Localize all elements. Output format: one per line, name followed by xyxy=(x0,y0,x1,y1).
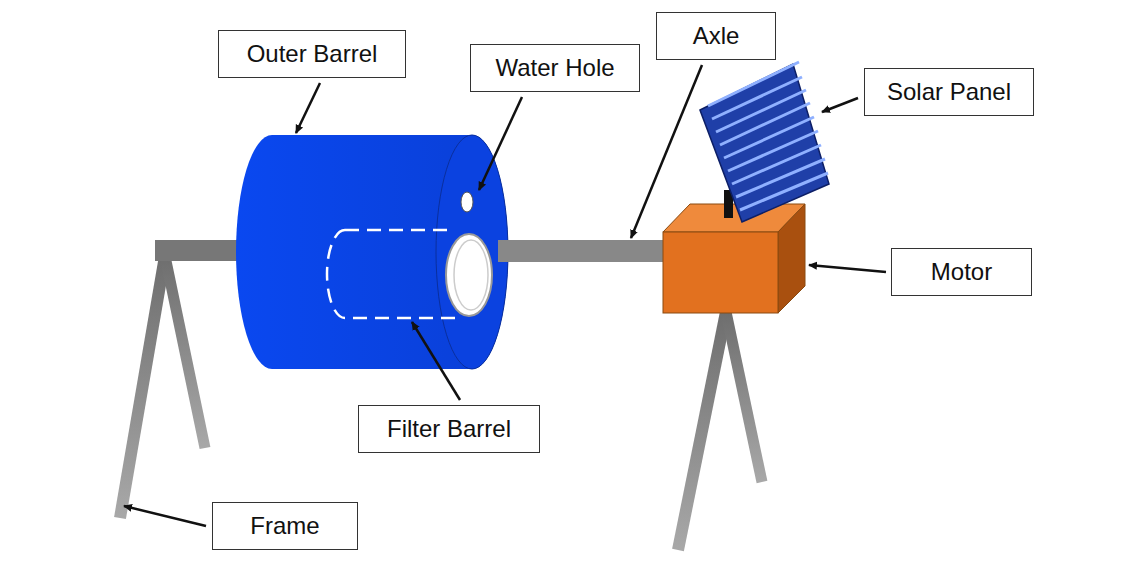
callout-label: Water Hole xyxy=(495,54,614,83)
callout-box: Solar Panel xyxy=(864,68,1034,116)
leader-line xyxy=(631,65,702,238)
frame-leg xyxy=(120,256,165,518)
filter-barrel-outline xyxy=(327,230,455,318)
callout-label: Axle xyxy=(693,22,740,51)
callout-label: Outer Barrel xyxy=(247,40,378,69)
callout-box: Outer Barrel xyxy=(218,30,406,78)
motor-front xyxy=(663,232,778,313)
leader-line xyxy=(412,322,460,400)
panel-stripes xyxy=(708,62,828,210)
leader-line xyxy=(124,506,206,526)
callout-box: Water Hole xyxy=(470,44,640,92)
callout-label: Filter Barrel xyxy=(387,415,511,444)
frame-leg xyxy=(678,312,726,550)
leader-line xyxy=(822,98,858,112)
barrel-end xyxy=(436,135,508,369)
panel-stripe xyxy=(736,159,825,197)
callout-label: Motor xyxy=(931,258,992,287)
callout-label: Solar Panel xyxy=(887,78,1011,107)
axle-rod xyxy=(498,240,666,262)
solar-panel xyxy=(700,62,829,222)
frame-leg xyxy=(726,312,762,482)
callout-label: Frame xyxy=(250,512,319,541)
filter-opening-rim xyxy=(454,240,488,310)
callout-box: Filter Barrel xyxy=(358,405,540,453)
frame-bar xyxy=(155,240,245,261)
frame-leg xyxy=(165,256,205,448)
panel-face xyxy=(700,64,829,222)
barrel-body xyxy=(236,135,508,369)
panel-stripe xyxy=(740,173,828,210)
motor-side xyxy=(778,204,805,313)
filter-opening xyxy=(446,234,492,316)
motor-frame xyxy=(678,312,762,550)
water-hole xyxy=(461,192,473,212)
leader-line xyxy=(479,97,522,190)
leader-lines xyxy=(124,65,886,526)
leader-line xyxy=(296,83,320,133)
left-frame xyxy=(120,240,245,518)
callout-box: Frame xyxy=(212,502,358,550)
motor-box xyxy=(663,204,805,313)
callout-box: Axle xyxy=(656,12,776,60)
outer-barrel xyxy=(236,135,508,369)
callout-box: Motor xyxy=(891,248,1032,296)
leader-line xyxy=(809,265,886,272)
